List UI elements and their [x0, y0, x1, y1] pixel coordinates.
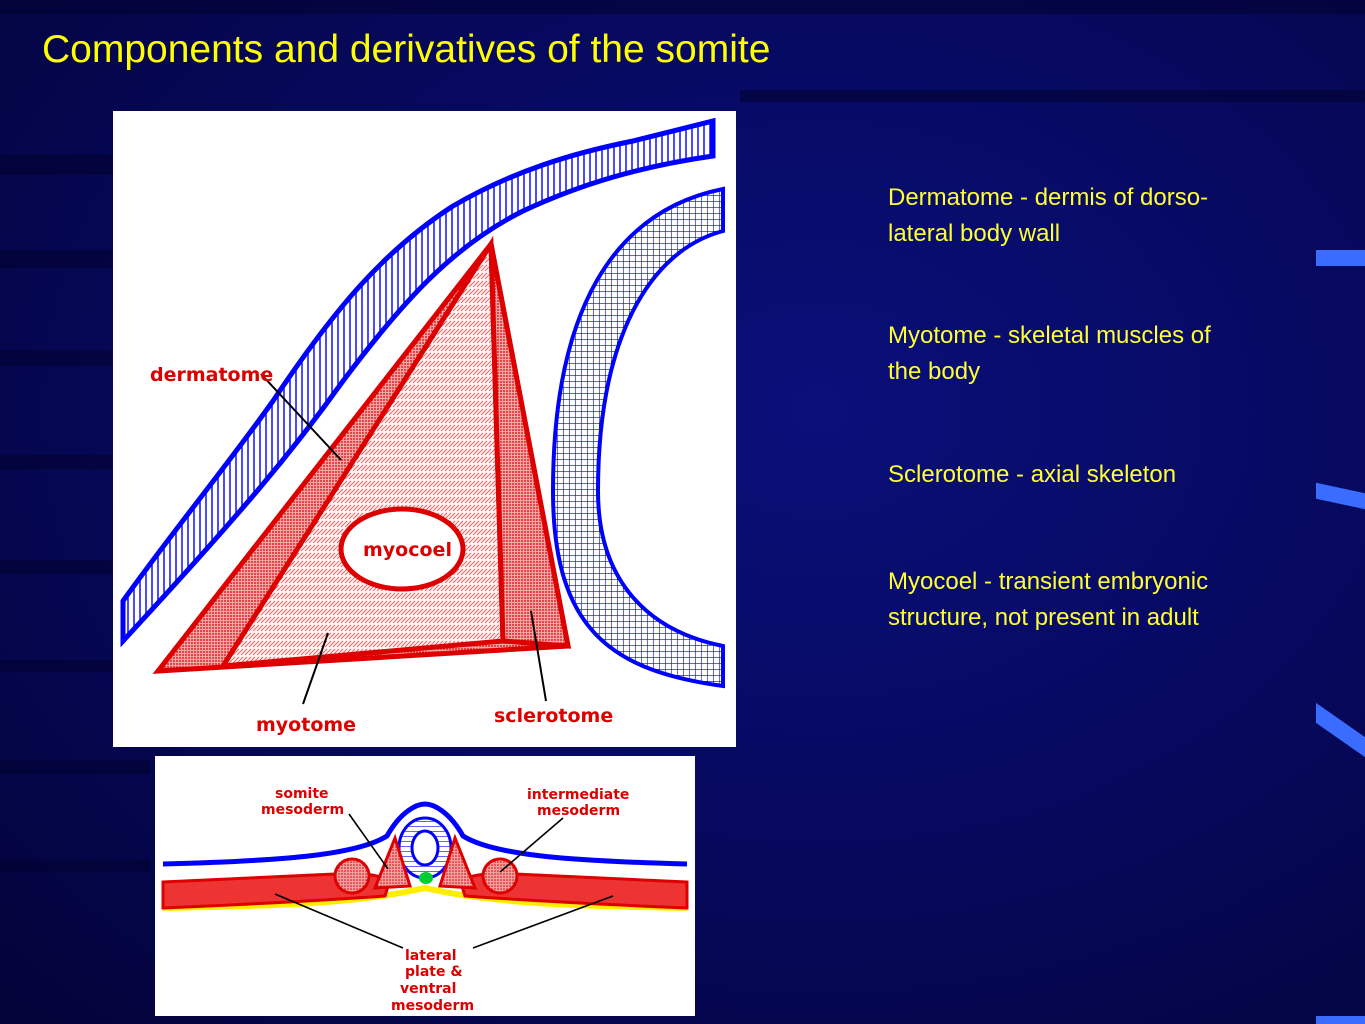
description-myotome: Myotome - skeletal muscles of the body [888, 318, 1308, 390]
myocoel-cavity [338, 506, 466, 592]
description-dermatome: Dermatome - dermis of dorso- lateral bod… [888, 180, 1308, 252]
intermediate-mesoderm-right [481, 857, 519, 895]
background-stripe [0, 155, 112, 175]
background-stripe [740, 90, 1365, 102]
edge-accent [1316, 482, 1365, 510]
label-intermediate: intermediate [527, 787, 629, 803]
slide-title: Components and derivatives of the somite [42, 28, 771, 71]
somite-diagram-svg: dermatome myocoel myotome sclerotome [120, 117, 725, 736]
background-stripe [0, 250, 112, 268]
description-line: Sclerotome - axial skeleton [888, 461, 1177, 488]
label-plate: plate & [405, 964, 463, 980]
dermatome-leader [260, 373, 342, 461]
neural-canal [410, 829, 440, 867]
myotome-leader [302, 632, 329, 705]
neural-tube-wall [550, 186, 725, 689]
sclerotome-leader [530, 610, 547, 702]
edge-accent [1316, 702, 1365, 758]
edge-accent [1316, 250, 1365, 266]
somite-diagram: dermatome myocoel myotome sclerotome [113, 111, 736, 747]
edge-accent [1316, 1016, 1365, 1024]
label-lateral: lateral [405, 948, 457, 964]
label-myotome: myotome [256, 714, 356, 736]
lateral-leader-left [274, 893, 404, 949]
intermediate-leader [499, 817, 564, 873]
description-line: Myotome - skeletal muscles of [888, 322, 1211, 349]
ectoderm-band [120, 117, 716, 648]
somite-leader [348, 813, 389, 870]
background-stripe [0, 660, 112, 672]
somite-right [437, 833, 478, 890]
somite-left [372, 833, 413, 890]
label-intermediate-mesoderm: mesoderm [537, 803, 620, 819]
label-dermatome: dermatome [150, 364, 273, 386]
description-line: structure, not present in adult [888, 604, 1199, 631]
label-ventral-mesoderm: mesoderm [391, 998, 474, 1014]
label-somite: somite [275, 786, 329, 802]
background-stripe [0, 0, 1365, 14]
background-stripe [0, 350, 112, 366]
background-stripe [0, 860, 150, 872]
description-myocoel: Myocoel - transient embryonic structure,… [888, 564, 1308, 636]
intermediate-mesoderm-left [333, 857, 371, 895]
background-stripe [0, 760, 150, 774]
description-sclerotome: Sclerotome - axial skeleton [888, 457, 1308, 493]
embryo-cross-section-diagram: somite mesoderm intermediate mesoderm la… [155, 756, 695, 1016]
endoderm-layer [162, 884, 688, 911]
background-stripe [0, 455, 112, 469]
label-sclerotome: sclerotome [494, 705, 613, 727]
description-line: Dermatome - dermis of dorso- [888, 184, 1209, 211]
label-somite-mesoderm: mesoderm [261, 802, 344, 818]
notochord [419, 872, 433, 884]
background-stripe [0, 560, 112, 574]
label-ventral: ventral [400, 981, 456, 997]
ectoderm-layer [162, 801, 688, 867]
description-line: the body [888, 358, 981, 385]
lateral-leader-right [472, 895, 614, 949]
cross-section-svg: somite mesoderm intermediate mesoderm la… [161, 786, 689, 1014]
description-line: lateral body wall [888, 220, 1061, 247]
description-line: Myocoel - transient embryonic [888, 568, 1209, 595]
label-myocoel: myocoel [363, 539, 452, 561]
